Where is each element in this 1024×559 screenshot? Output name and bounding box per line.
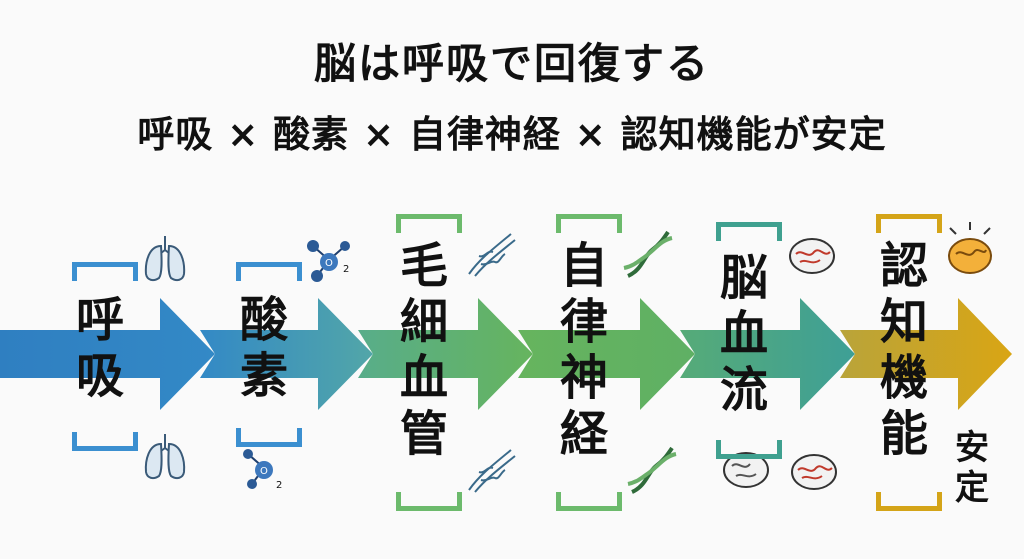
oxygen-molecule-icon: O 2 bbox=[243, 449, 282, 491]
svg-text:O: O bbox=[260, 466, 268, 477]
arrow-segment-4 bbox=[518, 298, 695, 410]
bracket-top bbox=[556, 214, 622, 233]
stage-label: 呼吸 bbox=[75, 292, 124, 404]
lungs-icon bbox=[144, 434, 186, 480]
svg-text:2: 2 bbox=[343, 264, 349, 275]
stage-label: 認知機能 bbox=[879, 238, 928, 462]
bracket-bottom bbox=[876, 492, 942, 511]
bracket-top bbox=[236, 262, 302, 281]
svg-text:O: O bbox=[325, 258, 333, 269]
bracket-bottom bbox=[236, 428, 302, 447]
brain-bloodflow-icon bbox=[789, 238, 835, 274]
lungs-icon bbox=[144, 236, 186, 282]
stage-label: 自律神経 bbox=[559, 238, 608, 462]
dna-nerve-icon bbox=[627, 446, 677, 494]
subtitle: 呼吸 × 酸素 × 自律神経 × 認知機能が安定 bbox=[137, 113, 887, 156]
bracket-bottom bbox=[556, 492, 622, 511]
main-title: 脳は呼吸で回復する bbox=[313, 39, 710, 88]
bracket-top bbox=[396, 214, 462, 233]
bracket-bottom bbox=[716, 440, 782, 459]
stage-label: 酸素 bbox=[239, 292, 288, 404]
glowing-brain-icon bbox=[948, 222, 992, 274]
bracket-top bbox=[876, 214, 942, 233]
capillary-icon bbox=[468, 233, 516, 277]
arrow-segment-5 bbox=[680, 298, 855, 410]
bracket-top bbox=[716, 222, 782, 241]
svg-text:2: 2 bbox=[276, 480, 282, 491]
bracket-top bbox=[72, 262, 138, 281]
dna-nerve-icon bbox=[623, 230, 673, 278]
capillary-icon bbox=[468, 449, 516, 493]
oxygen-molecule-icon: O 2 bbox=[307, 240, 350, 282]
arrow-segment-1 bbox=[0, 298, 215, 410]
arrow-segment-2 bbox=[200, 298, 373, 410]
arrow-segment-3 bbox=[358, 298, 533, 410]
brain-icon bbox=[723, 452, 769, 488]
bracket-bottom bbox=[396, 492, 462, 511]
result-label: 安定 bbox=[955, 428, 989, 508]
brain-bloodflow-icon bbox=[791, 454, 837, 490]
bracket-bottom bbox=[72, 432, 138, 451]
arrow-segment-6 bbox=[840, 298, 1012, 410]
stage-label: 毛細血管 bbox=[399, 238, 448, 462]
stage-label: 脳血流 bbox=[719, 250, 768, 418]
